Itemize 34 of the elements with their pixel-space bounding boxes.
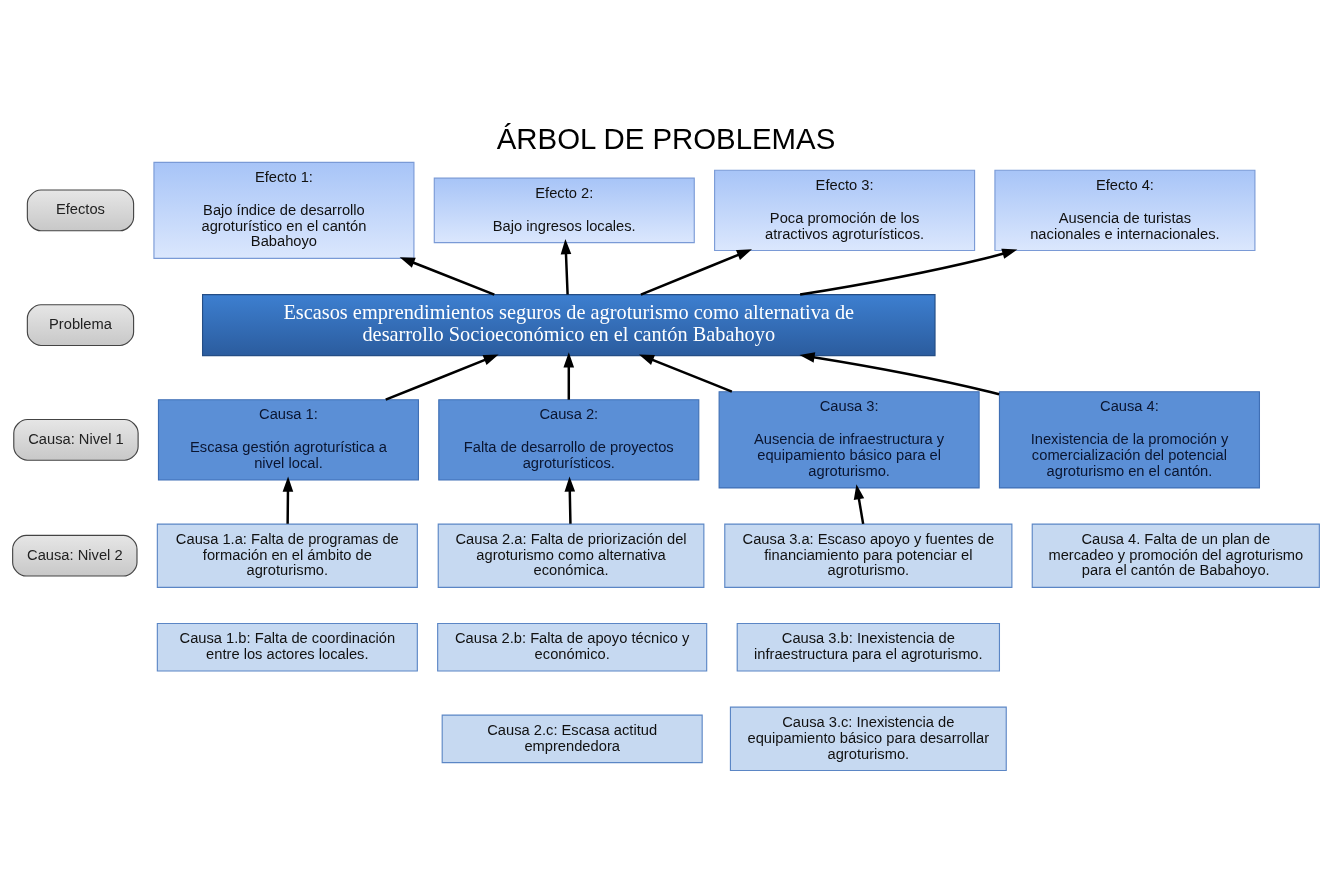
node-box: Causa 3.b: Inexistencia de infraestructura para el agroturismo. (736, 622, 1001, 672)
arrow (282, 476, 294, 524)
node-box: Causa 2.a: Falta de priorización del agroturismo como alternativa económica. (437, 523, 705, 588)
arrow (564, 476, 576, 524)
node-box: Efectos (26, 188, 135, 231)
arrow (563, 351, 575, 400)
arrow (399, 256, 495, 296)
node-box: Causa: Nivel 2 (12, 534, 138, 577)
node-box: Causa 3: Ausencia de infraestructura y equipamiento básico para el agroturismo. (718, 390, 980, 488)
node-box: Causa 2.b: Falta de apoyo técnico y económico. (437, 622, 708, 672)
arrow (640, 248, 752, 296)
arrow (853, 483, 865, 524)
node-box: Causa 2.c: Escasa actitud emprendedora (441, 714, 703, 763)
arrow (560, 238, 572, 294)
diagram-title: ÁRBOL DE PROBLEMAS (496, 121, 836, 155)
node-box: Causa 3.a: Escaso apoyo y fuentes de financiamiento para potenciar el agroturismo. (724, 523, 1013, 588)
node-box: Causa 4. Falta de un plan de mercadeo y promoción del agroturismo para el cantón de Babahoyo. (1031, 523, 1320, 588)
node-box: Escasos emprendimientos seguros de agroturismo como alternativa de desarrollo Socioeconómico en el cantón Babahoyo (202, 293, 936, 356)
node-box: Causa 1.a: Falta de programas de formación en el ámbito de agroturismo. (156, 523, 418, 588)
node-box: Causa 1.b: Falta de coordinación entre los actores locales. (156, 622, 418, 672)
node-box: Efecto 4: Ausencia de turistas nacionales e internacionales. (994, 169, 1256, 251)
node-box: Causa 3.c: Inexistencia de equipamiento básico para desarrollar agroturismo. (729, 706, 1007, 771)
node-box: Efecto 1: Bajo índice de desarrollo agroturístico en el cantón Babahoyo (153, 161, 415, 259)
arrow (385, 353, 499, 401)
node-box: Problema (26, 303, 135, 346)
arrow (799, 351, 1000, 395)
node-box: Efecto 3: Poca promoción de los atractivos agroturísticos. (714, 169, 976, 251)
arrow (799, 248, 1018, 296)
node-box: Causa 2: Falta de desarrollo de proyectos agroturísticos. (438, 398, 700, 481)
arrow (638, 353, 733, 393)
node-box: Causa 1: Escasa gestión agroturística a nivel local. (157, 398, 419, 481)
node-box: Efecto 2: Bajo ingresos locales. (433, 177, 695, 243)
node-box: Causa 4: Inexistencia de la promoción y comercialización del potencial agroturismo en el cantón. (998, 390, 1260, 488)
node-box: Causa: Nivel 1 (13, 418, 139, 461)
